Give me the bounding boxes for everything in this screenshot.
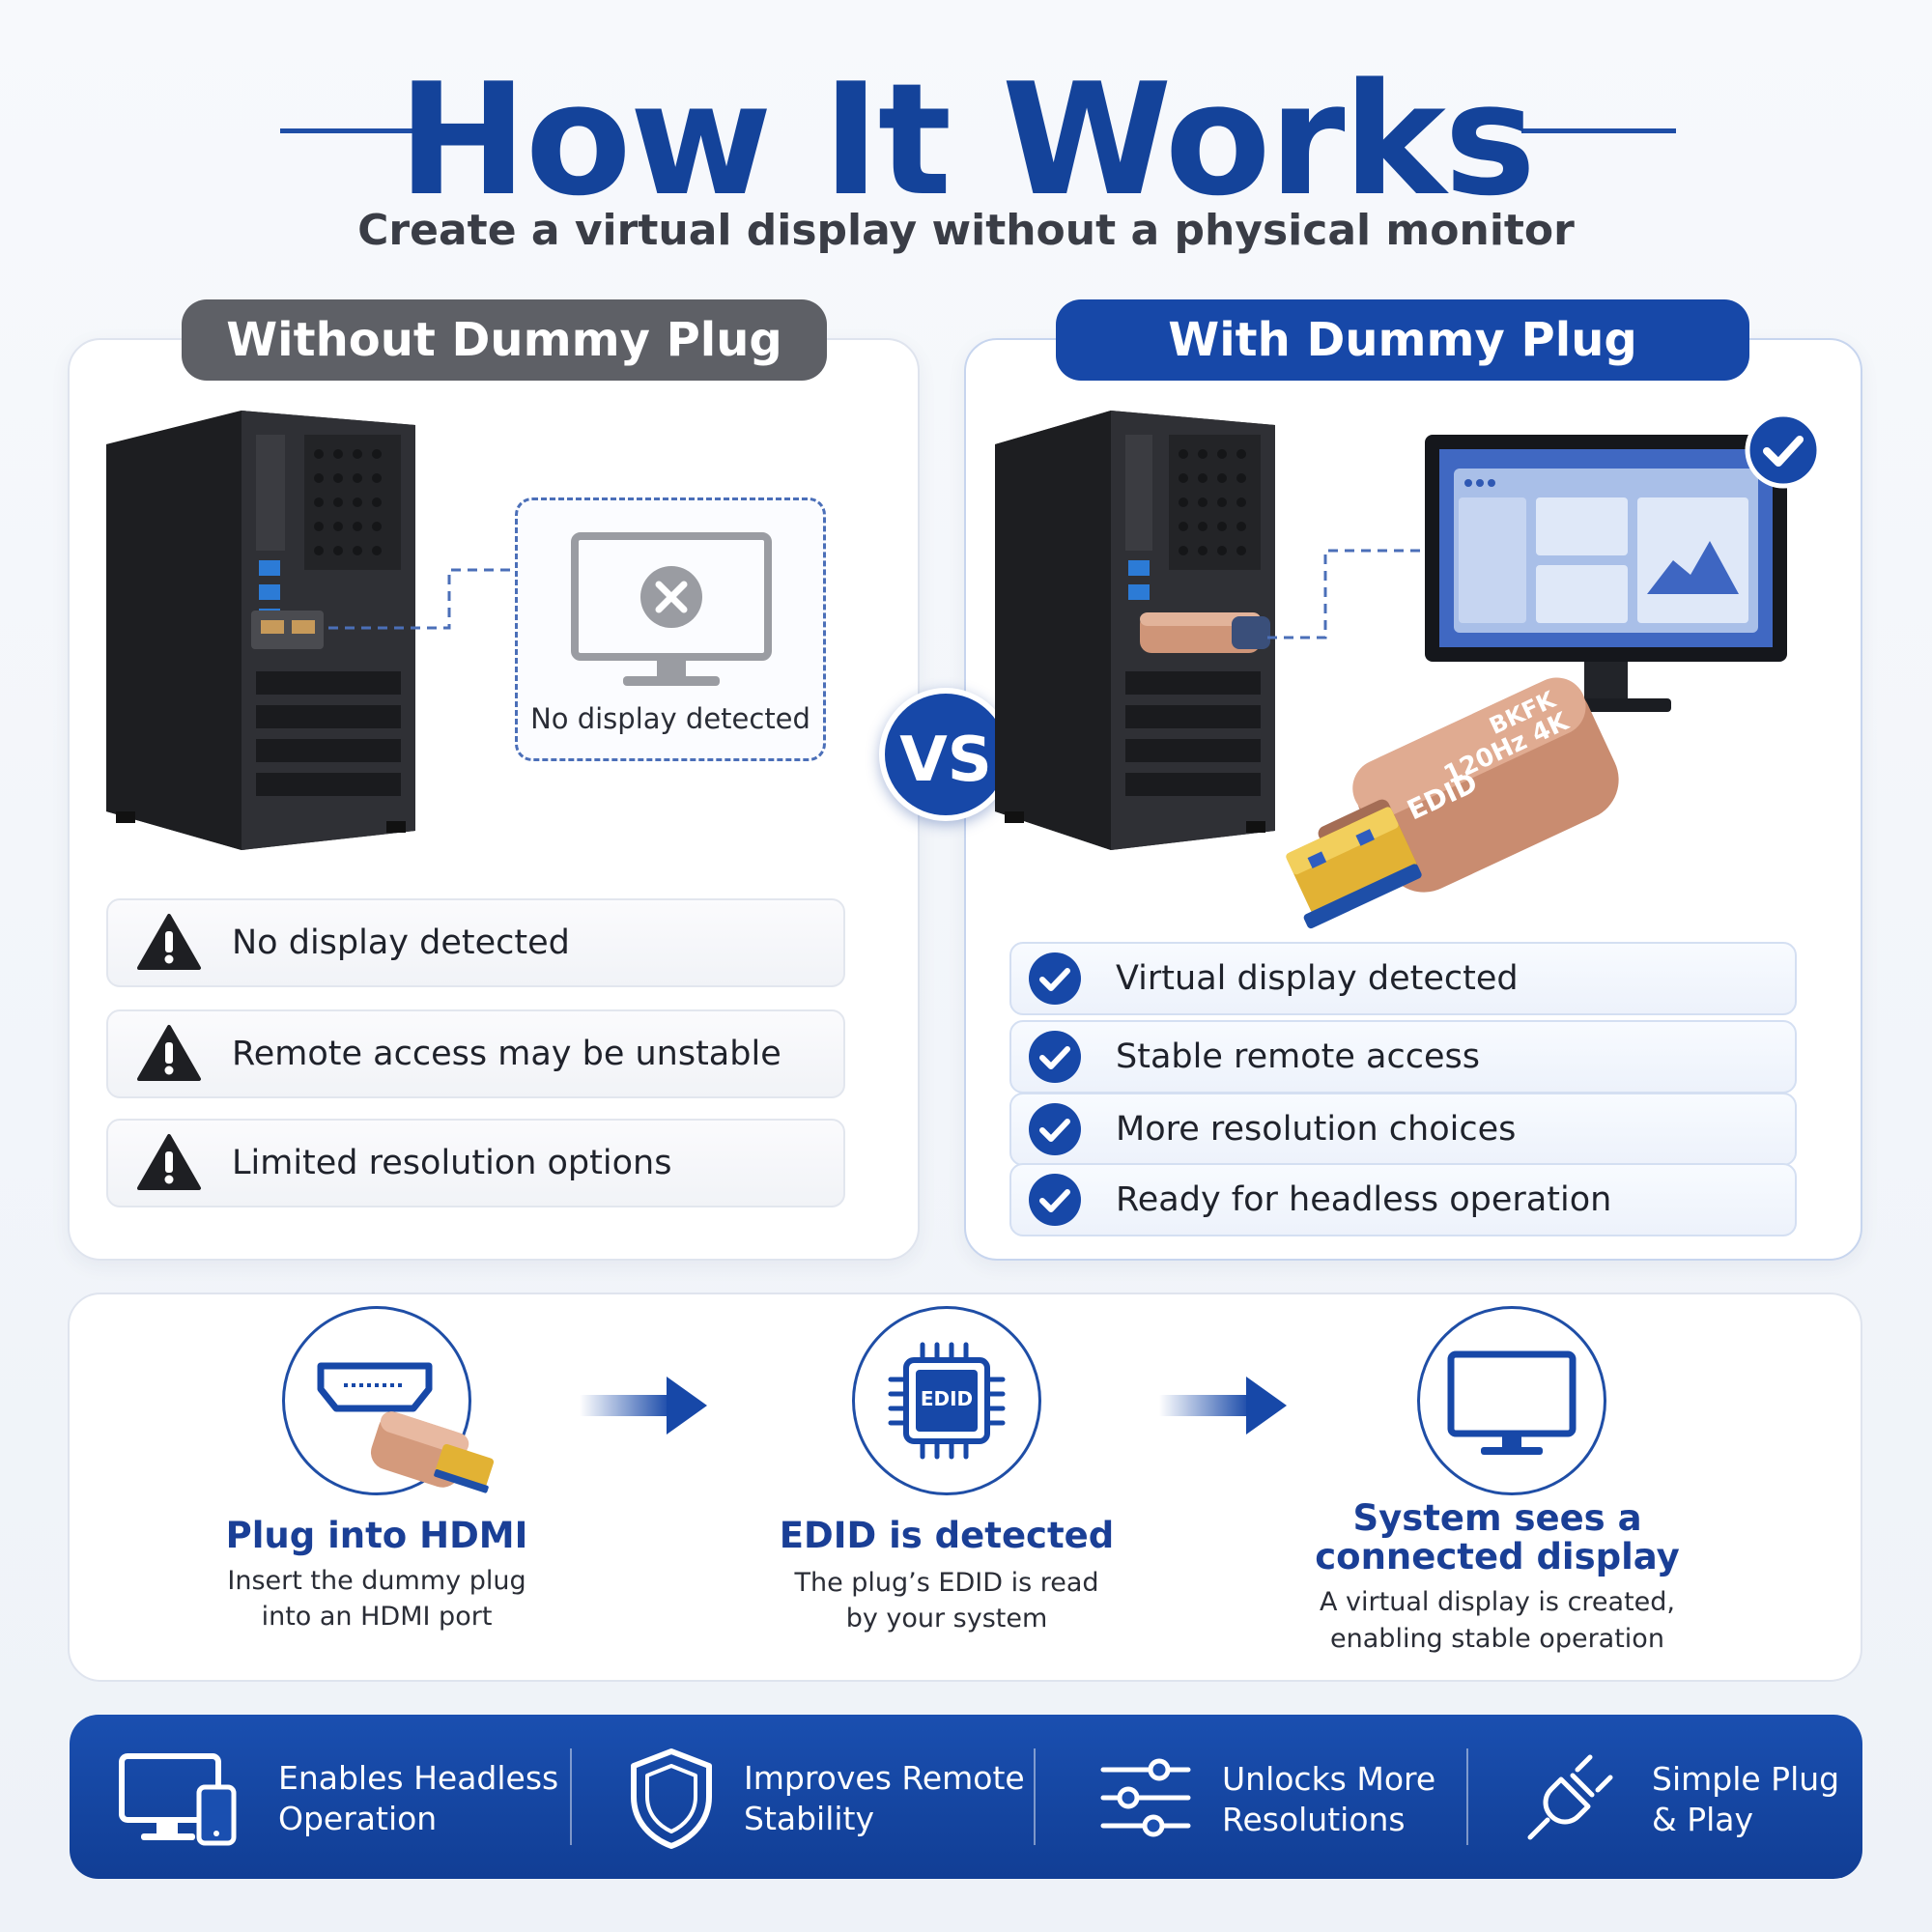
- vs-badge: VS: [879, 688, 1012, 821]
- benefit-row: [1009, 1020, 1797, 1094]
- feature-divider: [570, 1748, 572, 1845]
- feature-4-line1: Simple Plug: [1652, 1760, 1840, 1798]
- issue-row: [106, 1119, 845, 1208]
- benefit-row: [1009, 1093, 1797, 1166]
- issue-text: No display detected: [232, 923, 570, 962]
- check-circle-icon: [1029, 1174, 1081, 1226]
- feature-4-line2: & Play: [1652, 1801, 1754, 1838]
- benefit-text: More resolution choices: [1116, 1110, 1517, 1149]
- benefit-text: Virtual display detected: [1116, 959, 1519, 998]
- check-circle-icon: [1029, 1031, 1081, 1083]
- step-1-title: Plug into HDMI: [225, 1515, 528, 1556]
- connected-monitor-icon: [1425, 435, 1787, 712]
- hdmi-port-icon: [317, 1362, 433, 1412]
- no-display-box: [515, 497, 826, 761]
- warning-icon: [137, 1025, 201, 1081]
- feature-3-line2: Resolutions: [1222, 1801, 1406, 1838]
- monitor-off-icon: [571, 532, 772, 686]
- edid-chip-icon: [888, 1342, 1006, 1460]
- feature-2-line2: Stability: [744, 1800, 875, 1837]
- arrow-right-icon: [1159, 1377, 1287, 1435]
- feature-1-line1: Enables Headless: [278, 1759, 559, 1797]
- benefit-row: [1009, 1163, 1797, 1236]
- edid-chip-label: EDID: [920, 1387, 974, 1410]
- pc-tower-right-icon: [995, 411, 1275, 850]
- monitor-icon: [1447, 1350, 1577, 1455]
- without-plug-label: Without Dummy Plug: [182, 299, 827, 381]
- hdmi-plug-icon: [370, 1411, 495, 1493]
- check-circle-icon: [1029, 1103, 1081, 1155]
- warning-icon: [137, 914, 201, 970]
- feature-divider: [1034, 1748, 1036, 1845]
- feature-2-line1: Improves Remote: [744, 1759, 1025, 1797]
- desktop-phone-icon: [119, 1753, 237, 1846]
- issue-text: Remote access may be unstable: [232, 1035, 781, 1073]
- plug-icon: [1527, 1754, 1613, 1840]
- inserted-plug-icon: [1140, 612, 1270, 653]
- feature-divider: [1466, 1748, 1468, 1845]
- connection-dash-left: [328, 568, 517, 630]
- issue-row: [106, 898, 845, 987]
- step-3-desc-line1: A virtual display is created,: [1320, 1587, 1675, 1617]
- benefit-text: Stable remote access: [1116, 1037, 1480, 1076]
- step-3-title-line1: System sees a: [1352, 1497, 1642, 1539]
- title-line-right: [1521, 128, 1676, 133]
- step-1-desc-line1: Insert the dummy plug: [227, 1566, 526, 1596]
- feature-1-line2: Operation: [278, 1800, 438, 1837]
- benefit-text: Ready for headless operation: [1116, 1180, 1612, 1219]
- connection-dash-right: [1267, 549, 1436, 639]
- features-bar: [70, 1715, 1862, 1879]
- sliders-icon: [1100, 1758, 1191, 1837]
- benefit-row: [1009, 942, 1797, 1015]
- title-line-left: [280, 128, 435, 133]
- issue-text: Limited resolution options: [232, 1144, 672, 1182]
- step-3-title-line2: connected display: [1315, 1536, 1680, 1577]
- check-badge-icon: [1745, 412, 1822, 489]
- feature-3-line1: Unlocks More: [1222, 1760, 1436, 1798]
- issue-row: [106, 1009, 845, 1098]
- step-2-desc-line2: by your system: [845, 1604, 1048, 1634]
- pc-tower-left-icon: [106, 411, 415, 850]
- no-display-label: No display detected: [530, 702, 810, 735]
- step-2-desc-line1: The plug’s EDID is read: [794, 1568, 1099, 1598]
- with-plug-label: With Dummy Plug: [1056, 299, 1749, 381]
- arrow-right-icon: [580, 1377, 707, 1435]
- shield-icon: [631, 1748, 712, 1849]
- check-circle-icon: [1029, 952, 1081, 1005]
- dummy-plug-icon: [1286, 677, 1619, 929]
- warning-icon: [137, 1134, 201, 1190]
- step-1-desc-line2: into an HDMI port: [261, 1602, 493, 1632]
- step-3-desc-line2: enabling stable operation: [1330, 1624, 1664, 1654]
- step-2-title: EDID is detected: [779, 1515, 1115, 1556]
- page-subtitle: Create a virtual display without a physi…: [357, 206, 1575, 255]
- page-title: How It Works: [397, 49, 1536, 230]
